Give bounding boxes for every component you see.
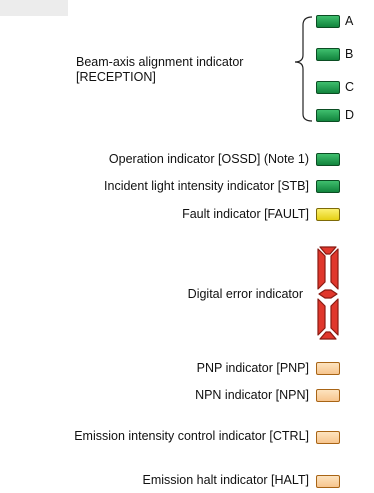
led-a — [316, 15, 340, 28]
led-d-label: D — [345, 108, 355, 122]
led-b — [316, 48, 340, 61]
segment-c — [330, 298, 339, 336]
pnp-indicator-label: PNP indicator [PNP] — [196, 361, 309, 375]
led-a-label: A — [345, 14, 354, 28]
segment-a — [319, 246, 337, 255]
segment-d — [319, 331, 337, 340]
npn-indicator-label: NPN indicator [NPN] — [195, 388, 309, 402]
stb-indicator-label: Incident light intensity indicator [STB] — [104, 179, 309, 193]
segment-f — [317, 248, 326, 290]
fault-indicator-label: Fault indicator [FAULT] — [182, 207, 309, 221]
ctrl-indicator-label: Emission intensity control indicator [CT… — [74, 429, 309, 443]
reception-label-line1: Beam-axis alignment indicator — [76, 55, 244, 69]
halt-indicator-led — [316, 475, 340, 488]
reception-label-line2: [RECEPTION] — [76, 70, 156, 84]
segment-g — [318, 289, 338, 299]
halt-indicator-label: Emission halt indicator [HALT] — [142, 473, 310, 487]
npn-indicator-led — [316, 389, 340, 402]
ctrl-indicator-led — [316, 431, 340, 444]
led-c — [316, 81, 340, 94]
segment-b — [330, 248, 339, 290]
led-d — [316, 109, 340, 122]
led-c-label: C — [345, 80, 355, 94]
pnp-indicator-led — [316, 362, 340, 375]
segment-e — [317, 298, 326, 336]
fault-indicator-led — [316, 208, 340, 221]
led-b-label: B — [345, 47, 354, 61]
digital-error-label: Digital error indicator — [187, 287, 303, 301]
corner-tab — [0, 0, 68, 16]
operation-indicator-led — [316, 153, 340, 166]
stb-indicator-led — [316, 180, 340, 193]
operation-indicator-label: Operation indicator [OSSD] (Note 1) — [108, 152, 309, 166]
